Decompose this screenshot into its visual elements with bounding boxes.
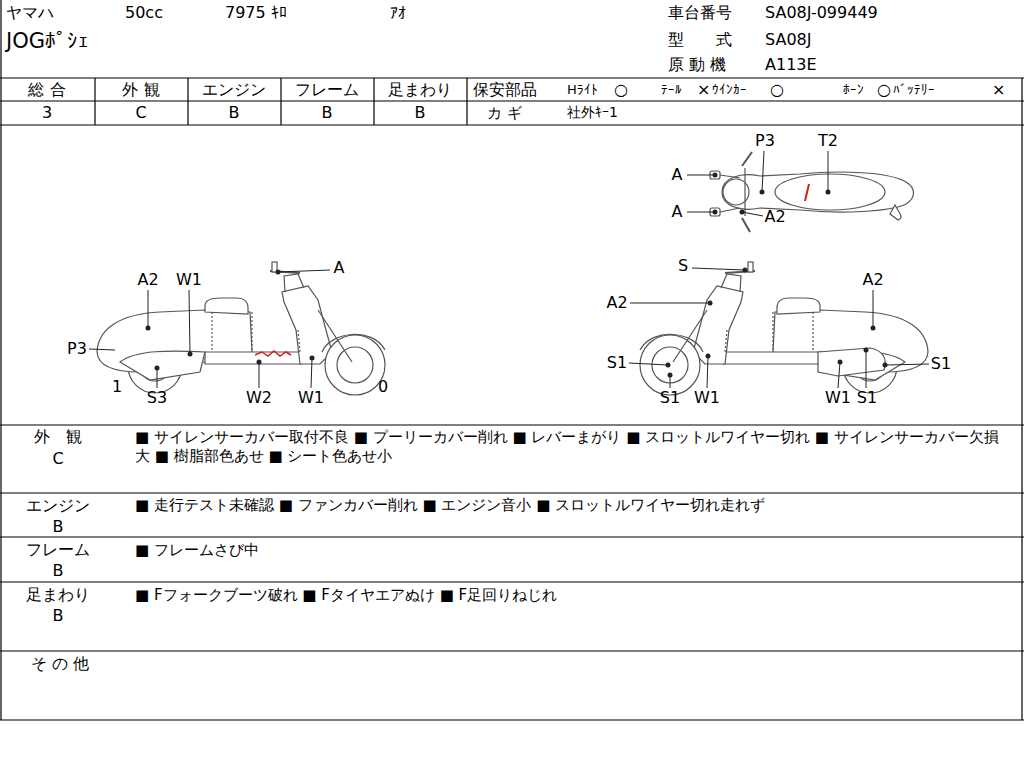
callout-label: P3: [755, 131, 775, 151]
callout-label: A: [334, 258, 345, 278]
section-grade: B: [53, 561, 64, 581]
callout-label: A2: [606, 293, 627, 313]
field-label: カ ギ: [487, 104, 522, 123]
section-grade: C: [52, 449, 63, 469]
callout-label: A2: [137, 270, 158, 290]
silencer: [818, 348, 885, 376]
callout-label: A2: [862, 270, 883, 290]
model-code: SA08J: [765, 30, 811, 50]
callout-label: W1: [694, 388, 720, 408]
grade-value: 3: [42, 103, 52, 123]
leader-lines: [89, 151, 929, 388]
mileage: 7975 ｷﾛ: [225, 3, 287, 23]
key-info: 社外ｷｰ1: [567, 104, 618, 122]
remarks-text: ■ フレームさび中: [135, 541, 1010, 560]
safety-item: ﾎｰﾝ: [843, 82, 864, 98]
remarks-text: ■ Fフォークブーツ破れ ■ Fタイヤエアぬけ ■ F足回りねじれ: [135, 586, 1010, 605]
safety-item: ﾃｰﾙ: [661, 82, 682, 98]
section-heading: フレーム: [26, 540, 90, 560]
check-mark: ○: [877, 80, 891, 100]
section-heading: そ の 他: [31, 654, 89, 674]
callout-label: 1: [112, 377, 122, 397]
damage-mark: [805, 184, 809, 201]
grade-value: B: [415, 103, 426, 123]
damage-mark: [255, 351, 291, 356]
safety-item: ﾊﾞｯﾃﾘｰ: [893, 82, 935, 98]
callout-label: S1: [660, 388, 680, 408]
field-label: 車台番号: [668, 3, 732, 23]
callout-label: S1: [931, 354, 951, 374]
grade-heading: エンジン: [202, 80, 266, 100]
callout-label: W1: [176, 270, 202, 290]
section-grade: B: [53, 606, 64, 626]
callout-label: W1: [825, 388, 851, 408]
check-mark: ○: [770, 80, 784, 100]
model-name: JOGﾎﾟｼｪ: [6, 28, 89, 54]
displacement: 50cc: [125, 3, 163, 23]
callout-label: S: [678, 256, 688, 276]
grade-heading: フレーム: [295, 80, 359, 100]
check-mark: ○: [614, 80, 628, 100]
check-mark: ×: [697, 80, 710, 100]
section-heading: エンジン: [26, 496, 90, 516]
section-heading: 外 観: [34, 427, 82, 447]
field-label: 型 式: [668, 30, 732, 50]
field-label: 原 動 機: [668, 55, 726, 75]
grade-value: B: [322, 103, 333, 123]
callout-label: A2: [764, 207, 785, 227]
callout-label: P3: [67, 339, 87, 359]
check-mark: ×: [992, 80, 1005, 100]
left-side-view: [97, 262, 385, 395]
field-label: 保安部品: [473, 80, 537, 100]
grade-value: B: [229, 103, 240, 123]
top-view: [710, 152, 914, 232]
callout-label: A: [672, 165, 683, 185]
leader-dots: [146, 173, 888, 378]
callout-label: S1: [607, 353, 627, 373]
section-heading: 足まわり: [26, 585, 90, 605]
grade-heading: 総 合: [28, 80, 65, 100]
callout-label: W2: [246, 388, 272, 408]
grade-heading: 外 観: [122, 80, 159, 100]
callout-label: S3: [147, 388, 167, 408]
callout-label: A: [672, 202, 683, 222]
callout-label: 0: [378, 377, 388, 397]
remarks-text: ■ サイレンサーカバー取付不良 ■ プーリーカバー削れ ■ レバーまがり ■ ス…: [135, 428, 1010, 466]
frame-number: SA08J-099449: [765, 3, 878, 23]
callout-label: S1: [857, 388, 877, 408]
section-grade: B: [53, 517, 64, 537]
callout-label: W1: [298, 388, 324, 408]
color-name: ｱｵ: [390, 3, 406, 23]
maker-name: ヤマハ: [6, 3, 54, 23]
grade-heading: 足まわり: [388, 80, 452, 100]
safety-item: Hﾗｲﾄ: [567, 82, 598, 98]
grade-value: C: [135, 103, 146, 123]
remarks-text: ■ 走行テスト未確認 ■ ファンカバー削れ ■ エンジン音小 ■ スロットルワイ…: [135, 496, 1010, 515]
right-side-view: [640, 262, 928, 395]
safety-item: ｳｲﾝｶｰ: [712, 82, 747, 98]
callout-label: T2: [818, 131, 838, 151]
engine-code: A113E: [765, 55, 817, 75]
